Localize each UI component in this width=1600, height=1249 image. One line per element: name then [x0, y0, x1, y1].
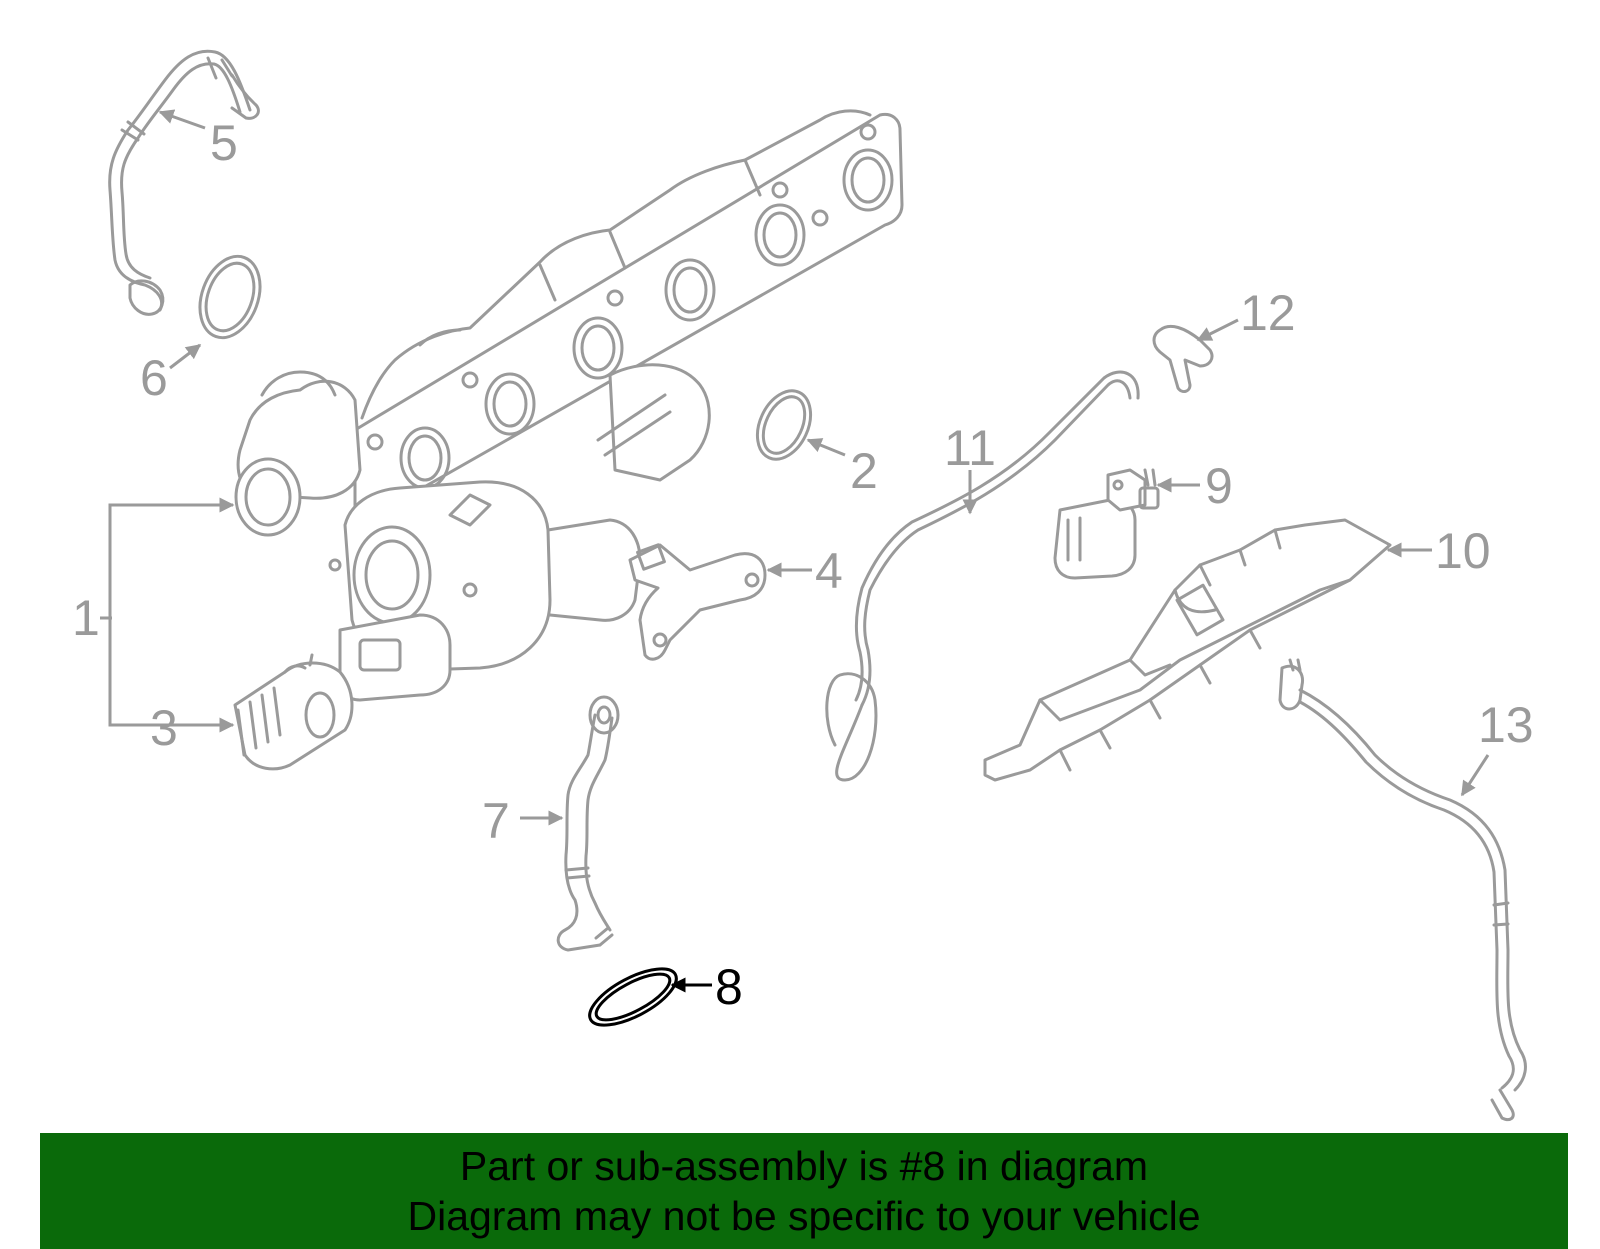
callout-9: 9 — [1156, 458, 1233, 514]
part-5-oil-feed-line[interactable] — [108, 49, 260, 316]
callout-13: 13 — [1460, 697, 1534, 797]
callout-6: 6 — [140, 343, 202, 406]
callout-3-label: 3 — [150, 700, 178, 756]
callout-4: 4 — [766, 543, 843, 599]
callout-13-label: 13 — [1478, 697, 1534, 753]
callout-11-label: 11 — [944, 420, 996, 476]
callout-12-label: 12 — [1240, 285, 1296, 341]
callout-12: 12 — [1196, 285, 1296, 342]
part-4-bracket[interactable] — [628, 543, 767, 661]
callout-2: 2 — [806, 438, 878, 499]
part-13-hose-line[interactable] — [1278, 658, 1527, 1122]
callout-7: 7 — [482, 793, 564, 849]
info-banner: Part or sub-assembly is #8 in diagram Di… — [40, 1133, 1568, 1249]
callout-10: 10 — [1386, 523, 1491, 579]
callout-5-label: 5 — [210, 115, 238, 171]
parts-diagram: 5 6 — [72, 49, 1534, 1122]
callout-3: 3 — [150, 700, 178, 756]
part-9-solenoid-valve[interactable] — [1053, 468, 1160, 580]
part-8-gasket-highlighted[interactable] — [582, 958, 685, 1037]
part-1-turbocharger-manifold[interactable] — [234, 109, 904, 702]
banner-line-2: Diagram may not be specific to your vehi… — [407, 1193, 1201, 1239]
callout-8-label: 8 — [715, 959, 743, 1015]
part-3-wastegate-actuator[interactable] — [233, 653, 354, 771]
callout-5: 5 — [158, 109, 238, 171]
callout-6-label: 6 — [140, 350, 168, 406]
callout-11: 11 — [944, 420, 996, 515]
callout-9-label: 9 — [1205, 458, 1233, 514]
part-7-coolant-line[interactable] — [556, 695, 620, 952]
part-10-heat-shield[interactable] — [983, 518, 1392, 782]
callout-2-label: 2 — [850, 443, 878, 499]
callout-10-label: 10 — [1435, 523, 1491, 579]
banner-line-1: Part or sub-assembly is #8 in diagram — [459, 1143, 1149, 1189]
callout-4-label: 4 — [815, 543, 843, 599]
callout-1: 1 — [72, 497, 235, 733]
part-12-clip[interactable] — [1152, 324, 1214, 394]
part-2-gasket[interactable] — [747, 382, 821, 468]
part-6-gasket[interactable] — [189, 248, 270, 346]
callout-8: 8 — [670, 959, 743, 1015]
callout-7-label: 7 — [482, 793, 510, 849]
callout-1-label: 1 — [72, 590, 100, 646]
part-11-vacuum-line[interactable] — [825, 370, 1140, 782]
